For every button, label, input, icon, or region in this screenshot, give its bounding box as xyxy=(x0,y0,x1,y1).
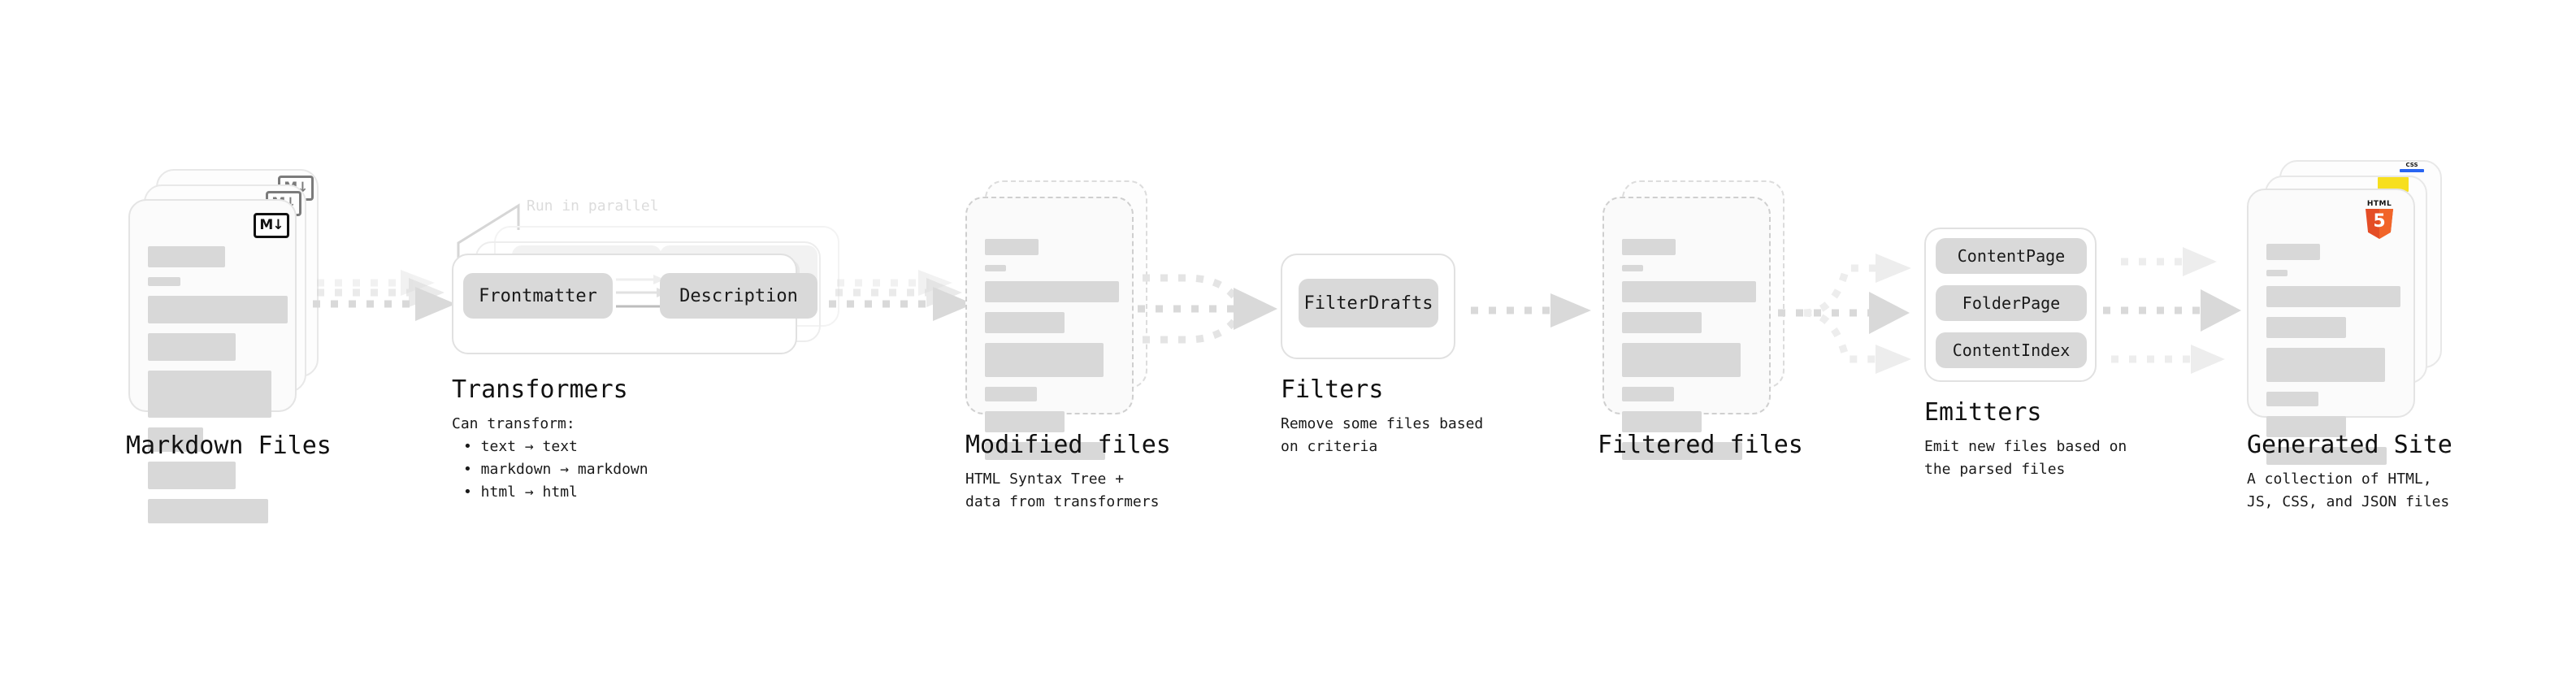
html5-shield-light xyxy=(2379,209,2393,239)
site-card-front: HTML 5 xyxy=(2247,189,2415,465)
emitter-chip-contentindex[interactable]: ContentIndex xyxy=(1936,332,2087,368)
doc-bars xyxy=(1622,239,1756,470)
html5-digit: 5 xyxy=(2373,211,2386,232)
transformer-bullet-1: • markdown → markdown xyxy=(463,461,648,478)
connector-modified-to-filters xyxy=(1138,274,1277,344)
stage-desc-transformers: Can transform: xyxy=(452,415,575,432)
doc-bars xyxy=(2266,244,2400,475)
stage-title-transformers: Transformers xyxy=(452,375,628,404)
connector-emitters-to-site xyxy=(2103,247,2241,374)
modified-card-front xyxy=(965,197,1134,460)
transformer-chip-frontmatter[interactable]: Frontmatter xyxy=(463,273,613,319)
stage-title-filtered-files: Filtered files xyxy=(1598,431,1803,459)
stage-title-markdown-files: Markdown Files xyxy=(126,432,332,460)
transformer-bullet-0: • text → text xyxy=(463,438,578,455)
transformer-chip-description[interactable]: Description xyxy=(660,273,817,319)
stage-title-emitters: Emitters xyxy=(1924,398,2042,427)
stage-title-modified-files: Modified files xyxy=(965,431,1171,459)
markdown-icon: M↓ xyxy=(254,213,289,238)
html5-icon: HTML 5 xyxy=(2362,200,2396,239)
stage-title-filters: Filters xyxy=(1281,375,1384,404)
run-in-parallel-label: Run in parallel xyxy=(527,197,659,215)
filter-chip-filterdrafts[interactable]: FilterDrafts xyxy=(1299,279,1438,327)
connector-markdown-to-transformers xyxy=(313,270,456,321)
emitter-chip-contentpage[interactable]: ContentPage xyxy=(1936,238,2087,274)
stage-title-generated-site: Generated Site xyxy=(2247,431,2452,459)
filtered-card-front xyxy=(1602,197,1771,460)
stage-desc-emitters: Emit new files based on the parsed files xyxy=(1924,438,2127,478)
doc-bars xyxy=(148,246,288,533)
css-icon: CSS xyxy=(2400,163,2424,172)
connector-filters-to-filtered xyxy=(1471,293,1591,327)
connector-filtered-to-emitters xyxy=(1778,254,1911,374)
emitter-chip-folderpage[interactable]: FolderPage xyxy=(1936,285,2087,321)
transformer-bullet-2: • html → html xyxy=(463,484,578,501)
js-icon xyxy=(2378,177,2409,192)
html5-icon-word: HTML xyxy=(2366,200,2392,208)
stage-desc-filters: Remove some files based on criteria xyxy=(1281,415,1484,455)
doc-bars xyxy=(985,239,1119,470)
stage-desc-modified-files: HTML Syntax Tree + data from transformer… xyxy=(965,471,1160,510)
markdown-card-front: M↓ xyxy=(128,199,297,523)
connector-transformers-to-modified xyxy=(829,270,974,321)
stage-desc-generated-site: A collection of HTML, JS, CSS, and JSON … xyxy=(2247,471,2450,510)
